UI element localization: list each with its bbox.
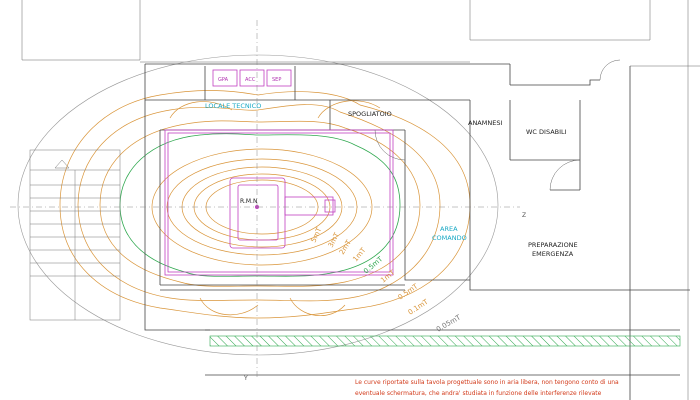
label-5mt: 5mT	[310, 226, 324, 244]
contour-01mt	[59, 90, 471, 319]
contour-lobe-bottom-left	[199, 297, 259, 316]
gpa-label: GPA	[218, 77, 229, 83]
axis-z-marker: Z	[522, 212, 526, 219]
sep-label: SEP	[272, 77, 281, 83]
contour-005mt	[17, 54, 499, 356]
room-spogliatoio: SPOGLIATOIO	[348, 110, 392, 118]
contour-lobe-bottom-right	[289, 297, 346, 317]
contour-lobe-top-left	[169, 101, 233, 119]
room-area-comando-line2: COMANDO	[432, 234, 467, 242]
rmn-room-inner	[167, 132, 391, 273]
equipment-cabinets	[212, 69, 292, 87]
shielded-corridor	[209, 335, 681, 347]
note-line-1: Le curve riportate sulla tavola progettu…	[355, 379, 619, 386]
label-01mt: 0.1mT	[407, 297, 431, 316]
contour-05mt	[77, 104, 441, 302]
rmn-room-outline	[164, 129, 394, 276]
room-wc-disabili: WC DISABILI	[526, 128, 567, 136]
room-preparazione-line2: EMERGENZA	[532, 250, 574, 258]
note-line-2: eventuale schermatura, che andra' studia…	[355, 390, 602, 397]
walls	[144, 63, 690, 400]
label-3mt: 3mT	[327, 231, 342, 249]
contour-lobe-top-right	[317, 100, 381, 119]
room-anamnesi: ANAMNESI	[468, 119, 502, 127]
label-005mt: 0.05mT	[435, 313, 463, 334]
rmn-label: R.M.N	[240, 198, 257, 205]
rmn-magnet	[229, 177, 336, 249]
building-outline	[21, 0, 700, 400]
acc-label: ACC	[245, 77, 256, 83]
room-area-comando-line1: AREA	[440, 225, 458, 233]
axis-y-marker: Y	[243, 375, 248, 382]
staircase	[29, 149, 121, 321]
label-1mt-a: 1mT	[351, 246, 368, 264]
doors	[374, 59, 621, 191]
contour-2mt	[151, 148, 373, 266]
room-preparazione-line1: PREPARAZIONE	[528, 241, 578, 249]
room-locale-tecnico: LOCALE TECNICO	[205, 102, 261, 110]
